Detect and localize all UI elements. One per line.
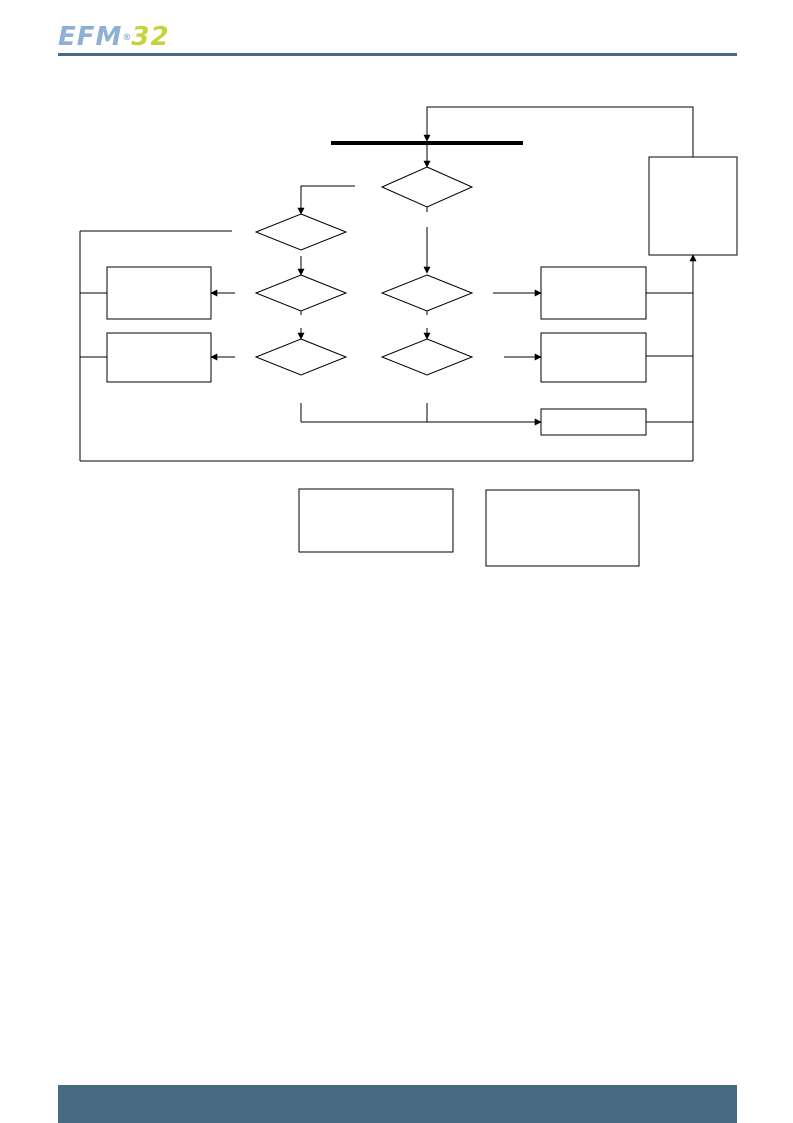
connector-loop-top xyxy=(423,106,694,157)
decision-left-1 xyxy=(254,213,348,251)
footer-bar xyxy=(58,1085,737,1123)
logo-number: 32 xyxy=(131,22,170,52)
process-right-3 xyxy=(540,408,647,436)
process-tall-right xyxy=(648,156,738,256)
note-box-1 xyxy=(298,488,454,553)
note-box-2 xyxy=(485,489,640,567)
decision-left-3 xyxy=(254,338,348,376)
logo-letters: EFM xyxy=(58,22,123,52)
decision-center-3 xyxy=(380,338,474,376)
horizontal-sync-bar xyxy=(331,141,523,145)
process-right-1 xyxy=(540,266,647,320)
process-right-2 xyxy=(540,332,647,383)
header-rule xyxy=(58,53,737,56)
process-left-2 xyxy=(106,332,212,383)
efm32-logo: EFM®32 xyxy=(58,22,170,52)
logo-registered-mark: ® xyxy=(122,33,132,43)
decision-center-2 xyxy=(380,274,474,312)
connector-top-to-left-1 xyxy=(297,185,355,215)
decision-top xyxy=(380,166,474,208)
decision-left-2 xyxy=(254,274,348,312)
process-left-1 xyxy=(106,266,212,320)
